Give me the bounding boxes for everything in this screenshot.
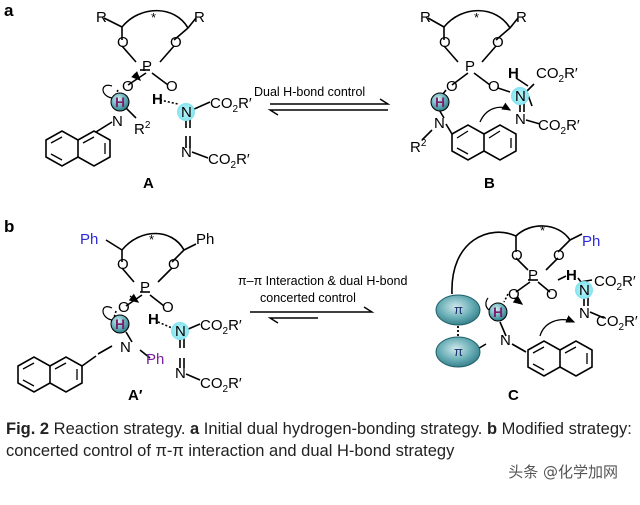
Aprime-ester-top: CO2R′ bbox=[200, 317, 242, 337]
C-h-bond: H bbox=[566, 267, 577, 284]
B-h-bond: H bbox=[508, 65, 519, 82]
Aprime-h-bond: H bbox=[148, 311, 159, 328]
reaction-scheme: a R R * O O P O O H N R2 H N N CO2 bbox=[4, 1, 638, 400]
A-p: P bbox=[142, 58, 152, 75]
C-star: * bbox=[540, 223, 545, 238]
C-o2: O bbox=[553, 247, 565, 264]
B-r-top-left: R bbox=[420, 9, 431, 26]
B-h-ball bbox=[430, 92, 450, 112]
arrow-label-b-line1: π–π Interaction & dual H-bond bbox=[238, 274, 407, 288]
Aprime-ph-n: Ph bbox=[146, 351, 164, 368]
B-star: * bbox=[474, 10, 479, 25]
Aprime-n-amine: N bbox=[120, 339, 131, 356]
compound-B bbox=[421, 9, 541, 161]
equilibrium-arrow-b bbox=[250, 306, 375, 324]
C-o1: O bbox=[511, 247, 523, 264]
Aprime-h-ball bbox=[110, 314, 130, 334]
compound-A bbox=[45, 9, 211, 167]
A-h-ball bbox=[110, 92, 130, 112]
C-pi-ellipse-bottom bbox=[435, 336, 481, 368]
Aprime-n-azo-top: N bbox=[175, 323, 186, 340]
C-n-azo-bottom: N bbox=[579, 305, 590, 322]
A-n-amine: N bbox=[112, 113, 123, 130]
A-n-azo-bottom: N bbox=[181, 144, 192, 161]
equilibrium-arrow-a bbox=[267, 98, 391, 116]
panel-a-label: a bbox=[4, 1, 14, 20]
Aprime-ester-bottom: CO2R′ bbox=[200, 375, 242, 395]
B-o4: O bbox=[488, 78, 500, 95]
Aprime-n-glow bbox=[171, 322, 189, 340]
Aprime-star: * bbox=[149, 232, 154, 247]
Aprime-h-circle: H bbox=[115, 316, 125, 332]
compound-label-C: C bbox=[508, 387, 519, 400]
A-ester-top: CO2R′ bbox=[210, 95, 252, 115]
C-p: P bbox=[528, 267, 538, 284]
C-ph-right: Ph bbox=[582, 233, 600, 250]
Aprime-p: P bbox=[140, 279, 150, 296]
B-n-azo-top: N bbox=[515, 88, 526, 105]
compound-label-B: B bbox=[484, 175, 495, 192]
A-r2: R2 bbox=[134, 120, 151, 138]
C-ester-bottom: CO2R′ bbox=[596, 313, 638, 333]
A-ester-bottom: CO2R′ bbox=[208, 151, 250, 171]
panel-b-label: b bbox=[4, 217, 14, 236]
A-o3: O bbox=[122, 78, 134, 95]
C-pi-ellipse-top bbox=[435, 294, 481, 326]
B-p: P bbox=[465, 58, 475, 75]
Aprime-ph-right: Ph bbox=[196, 231, 214, 248]
caption-text-1: Reaction strategy. bbox=[49, 420, 191, 438]
B-h-circle: H bbox=[435, 94, 445, 110]
caption-text-3: Modified strategy: concerted control of … bbox=[6, 420, 632, 460]
caption-b-label: b bbox=[486, 420, 498, 438]
Aprime-o4: O bbox=[162, 299, 174, 316]
C-h-ball bbox=[488, 302, 508, 322]
caption-a-label: a bbox=[190, 420, 200, 438]
C-n-amine: N bbox=[500, 332, 511, 349]
B-ester-top: CO2R′ bbox=[536, 65, 578, 85]
C-h-circle: H bbox=[493, 304, 503, 320]
A-star: * bbox=[151, 10, 156, 25]
B-n-glow bbox=[511, 87, 529, 105]
C-pi-top: π bbox=[454, 302, 463, 317]
A-h-bond: H bbox=[152, 91, 163, 108]
C-o4: O bbox=[546, 286, 558, 303]
B-n-azo-bottom: N bbox=[515, 111, 526, 128]
B-o3: O bbox=[446, 78, 458, 95]
figure-caption: Fig. 2 Reaction strategy. a Initial dual… bbox=[6, 418, 636, 462]
Aprime-o2: O bbox=[168, 256, 180, 273]
B-o2: O bbox=[492, 34, 504, 51]
Aprime-ph-left: Ph bbox=[80, 231, 98, 248]
A-h-circle: H bbox=[115, 94, 125, 110]
arrow-label-b-line2: concerted control bbox=[260, 291, 356, 305]
caption-text-2: Initial dual hydrogen-bonding strategy. bbox=[199, 420, 487, 438]
C-n-azo-top: N bbox=[579, 282, 590, 299]
A-r-top-left: R bbox=[96, 9, 107, 26]
A-n-azo-top: N bbox=[181, 104, 192, 121]
B-n-amine: N bbox=[434, 115, 445, 132]
Aprime-n-azo-bottom: N bbox=[175, 365, 186, 382]
watermark: 头条 @化学加网 bbox=[508, 463, 618, 481]
B-o1: O bbox=[439, 34, 451, 51]
B-r2: R2 bbox=[410, 138, 427, 156]
compound-A-prime bbox=[17, 232, 201, 393]
A-o4: O bbox=[166, 78, 178, 95]
A-r-top-right: R bbox=[194, 9, 205, 26]
B-ester-bottom: CO2R′ bbox=[538, 117, 580, 137]
A-o1: O bbox=[117, 34, 129, 51]
C-o3: O bbox=[508, 286, 520, 303]
A-n-glow bbox=[177, 103, 195, 121]
C-ester-top: CO2R′ bbox=[594, 273, 636, 293]
C-pi-bottom: π bbox=[454, 344, 463, 359]
compound-label-A: A bbox=[143, 175, 154, 192]
B-r-top-right: R bbox=[516, 9, 527, 26]
Aprime-o1: O bbox=[117, 256, 129, 273]
arrow-label-a: Dual H-bond control bbox=[254, 85, 365, 99]
Aprime-o3: O bbox=[118, 299, 130, 316]
compound-label-A-prime: A′ bbox=[128, 387, 143, 400]
C-n-glow bbox=[575, 281, 593, 299]
caption-fig-label: Fig. 2 bbox=[6, 420, 50, 438]
A-o2: O bbox=[170, 34, 182, 51]
